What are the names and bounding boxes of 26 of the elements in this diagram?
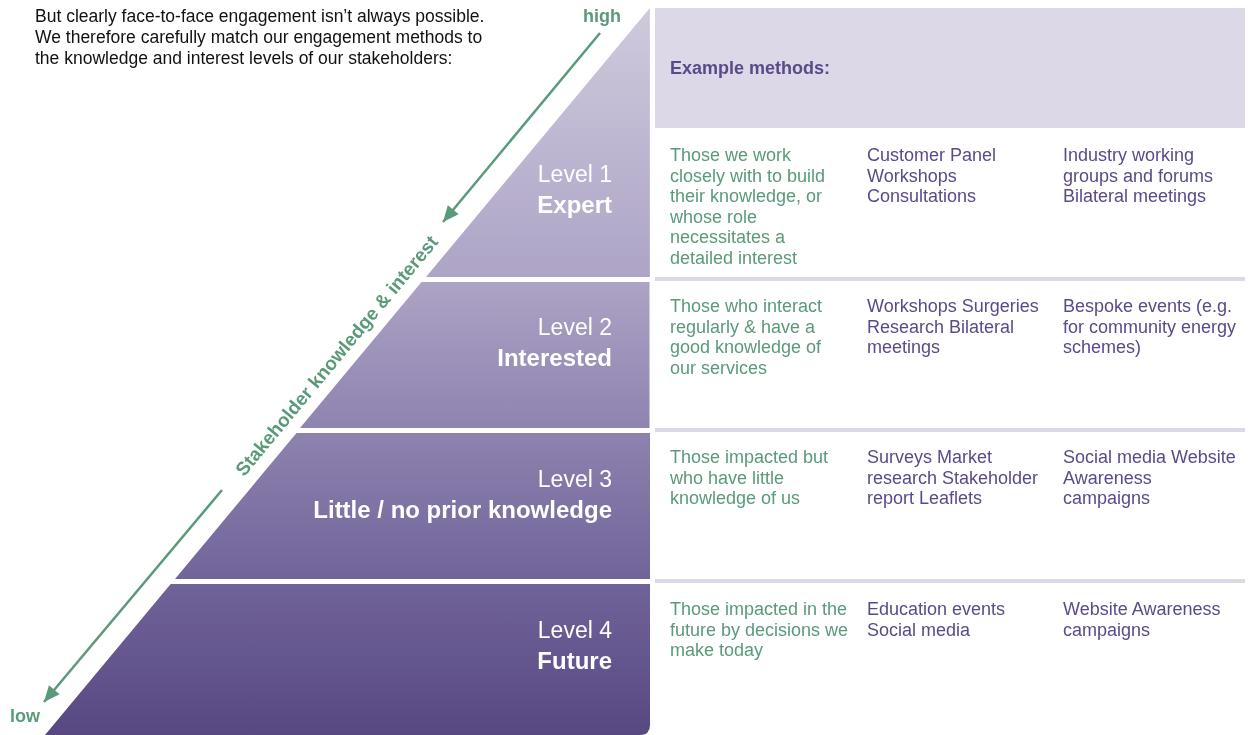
method-list: Education events Social media [867, 599, 1052, 640]
level-number: Level 1 [537, 161, 612, 188]
method-list: Surveys Market research Stakeholder report Leaflets [867, 447, 1052, 509]
level-number: Level 4 [537, 617, 612, 644]
level-name: Little / no prior knowledge [313, 496, 612, 524]
audience-description: Those who interact regularly & have a good knowledge of our services [670, 296, 824, 378]
audience-description: Those we work closely with to build their knowledge, or whose role necessitates a detailed interest [670, 145, 827, 268]
level-number: Level 3 [537, 466, 612, 493]
axis-label: low [10, 706, 40, 727]
method-list: Workshops Surgeries Research Bilateral meetings [867, 296, 1052, 358]
pyramid-level [45, 584, 650, 735]
level-name: Expert [537, 191, 612, 219]
level-name: Interested [497, 344, 612, 372]
method-list: Website Awareness campaigns [1063, 599, 1243, 640]
method-list: Industry working groups and forums Bilateral meetings [1063, 145, 1243, 207]
method-list: Bespoke events (e.g. for community energy schemes) [1063, 296, 1243, 358]
method-list: Customer Panel Workshops Consultations [867, 145, 1052, 207]
header-panel [655, 8, 1245, 128]
level-name: Future [537, 647, 612, 675]
level-number: Level 2 [537, 314, 612, 341]
axis-label: high [583, 6, 621, 27]
method-list: Social media Website Awareness campaigns [1063, 447, 1243, 509]
intro-paragraph: But clearly face-to-face engagement isn’t always possible. We therefore carefully match our engagement methods to the knowledge and interest levels of our stakeholders: [35, 6, 485, 69]
column-heading: Example methods: [670, 58, 831, 79]
audience-description: Those impacted in the future by decisions we make today [670, 599, 850, 661]
audience-description: Those impacted but who have little knowledge of us [670, 447, 830, 509]
